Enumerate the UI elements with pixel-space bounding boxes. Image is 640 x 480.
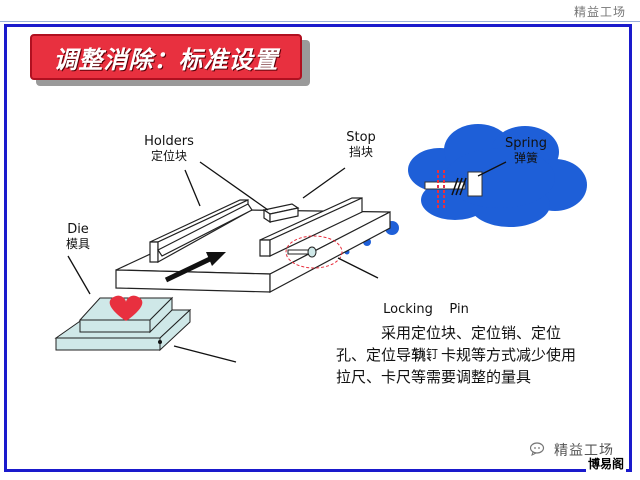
label-die: Die 模具 (65, 222, 90, 251)
slide-title: 调整消除：标准设置 (53, 45, 279, 74)
leader-lines (67, 161, 507, 363)
brand-header: 精益工场 (573, 5, 626, 19)
header-divider (0, 21, 640, 22)
heart-icon (109, 295, 143, 321)
motion-arrow (164, 252, 226, 283)
holder-right (259, 197, 363, 257)
label-holders: Holders 定位块 (144, 134, 194, 163)
stop-block (262, 203, 300, 224)
label-locking-pin: Locking Pin 锁钉 (383, 302, 469, 361)
title-box: 调整消除：标准设置 (30, 34, 302, 80)
spring-mechanism (424, 170, 483, 210)
description-text: 采用定位块、定位销、定位孔、定位导轨、卡规等方式减少使用拉尺、卡尺等需要调整的量… (336, 324, 577, 386)
label-spring: Spring 弹簧 (505, 136, 547, 165)
source-stamp: 博易阁 (585, 455, 626, 472)
label-stop: Stop 挡块 (346, 130, 376, 159)
die-corner-dot (158, 340, 162, 344)
locking-pin (285, 235, 343, 269)
wechat-icon (530, 442, 545, 456)
holder-left (149, 199, 253, 264)
die-base (54, 296, 192, 352)
spring-cloud (408, 124, 587, 227)
